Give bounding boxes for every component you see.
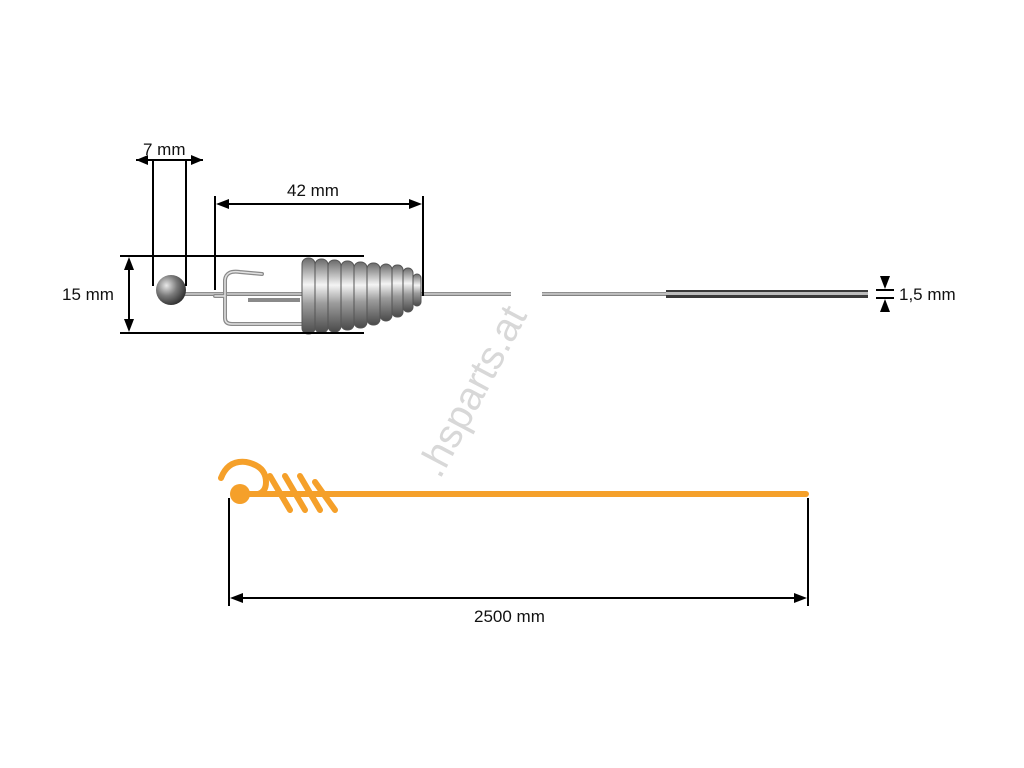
total-length-arrows [230,593,807,603]
schematic-ball [230,484,250,504]
hook-wire [213,269,304,326]
total-length-dimension [228,498,809,606]
cable-sheath-highlight [666,292,868,295]
cable-schematic [218,458,809,513]
watermark: .hsparts.at [409,299,536,485]
cable-assembly [156,257,868,335]
label-total-length: 2500 mm [474,607,545,626]
label-ball-width: 7 mm [143,140,186,159]
label-cable-diameter: 1,5 mm [899,285,956,304]
ball-end [156,275,186,305]
hook-wire-highlight [214,270,303,325]
schematic-spring [267,473,338,513]
dimension-arrows [124,155,890,332]
label-spring-length: 42 mm [287,181,339,200]
spring [301,257,422,335]
schematic-hook [218,458,270,497]
label-height: 15 mm [62,285,114,304]
